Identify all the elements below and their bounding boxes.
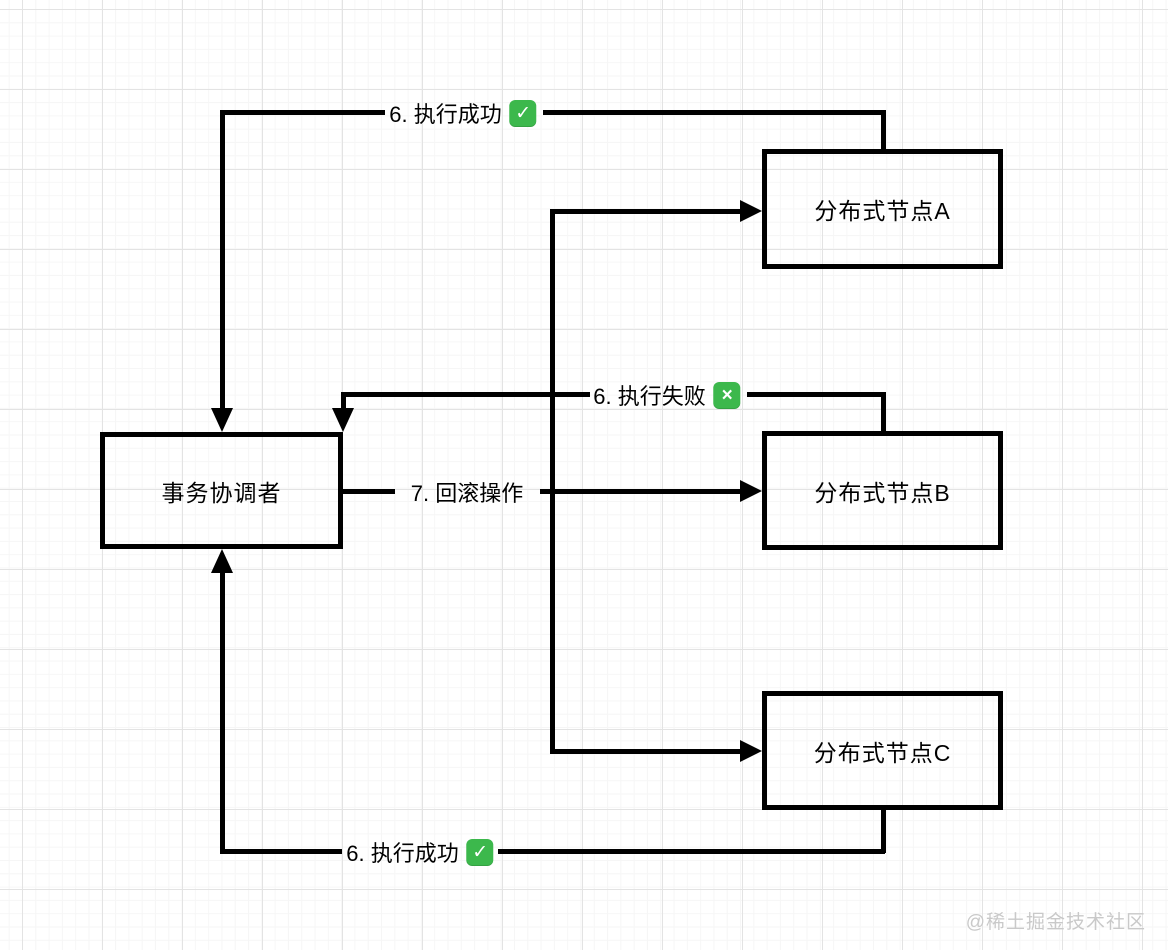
edge-label-fail-b: 6. 执行失败 × (593, 379, 741, 411)
edge-rollback-branch-a-line (550, 209, 740, 214)
edge-label-text: 6. 执行成功 (346, 841, 459, 866)
arrowhead-into-coordinator-bottom-icon (211, 549, 233, 573)
node-distributed-c: 分布式节点C (762, 691, 1003, 810)
edge-label-text: 7. 回滚操作 (410, 481, 524, 506)
edge-rollback-branch-c-line (550, 749, 740, 754)
edge-fail-b-line (341, 392, 590, 397)
node-distributed-b: 分布式节点B (762, 431, 1003, 550)
edge-label-text: 6. 执行成功 (389, 102, 502, 127)
arrowhead-into-coordinator-top-icon (332, 408, 354, 432)
edge-success-c-line (498, 849, 885, 854)
check-emoji-icon: ✓ (509, 99, 537, 127)
edge-label-text: 6. 执行失败 (593, 384, 706, 409)
edge-label-success-a: 6. 执行成功 ✓ (389, 97, 537, 129)
edge-success-a-line (881, 110, 886, 151)
edge-label-success-c: 6. 执行成功 ✓ (346, 836, 494, 868)
node-transaction-coordinator: 事务协调者 (100, 432, 343, 549)
check-emoji-icon: ✓ (466, 838, 494, 866)
node-label: 事务协调者 (161, 479, 282, 506)
juejin-watermark: @稀土掘金技术社区 (965, 912, 1146, 933)
edge-success-c-line (881, 808, 886, 853)
edge-success-c-line (220, 571, 225, 853)
edge-rollback-line (540, 489, 740, 494)
arrowhead-into-coordinator-top-icon (211, 408, 233, 432)
edge-success-a-line (220, 110, 225, 410)
edge-fail-b-line (341, 392, 346, 410)
node-label: 分布式节点A (814, 198, 951, 224)
edge-rollback-trunk-line (550, 209, 555, 753)
edge-fail-b-line (881, 392, 886, 433)
cross-emoji-icon: × (713, 381, 741, 409)
arrowhead-into-node-a-icon (740, 200, 762, 222)
edge-success-a-line (543, 110, 885, 115)
node-label: 分布式节点B (814, 479, 951, 506)
node-label: 分布式节点C (813, 739, 952, 766)
edge-rollback-line (341, 489, 395, 494)
arrowhead-into-node-c-icon (740, 740, 762, 762)
edge-success-c-line (220, 849, 342, 854)
node-distributed-a: 分布式节点A (762, 149, 1003, 269)
arrowhead-into-node-b-icon (740, 480, 762, 502)
edge-success-a-line (220, 110, 385, 115)
edge-label-rollback: 7. 回滚操作 (411, 476, 523, 508)
edge-fail-b-line (747, 392, 885, 397)
